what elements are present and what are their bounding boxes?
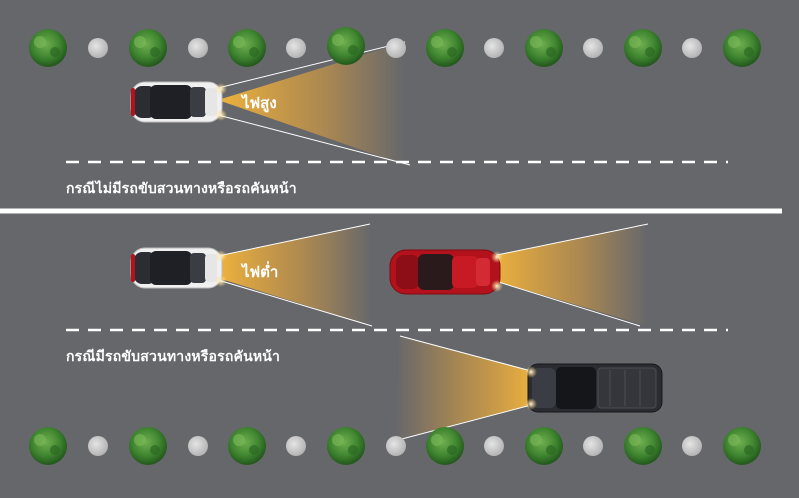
- white-car-low-beam: [130, 247, 227, 289]
- low-beam-cone: [218, 224, 372, 326]
- top-roadside: [29, 27, 761, 67]
- street-light-icon: [682, 436, 702, 456]
- bush-icon: [29, 29, 67, 67]
- bush-icon: [327, 427, 365, 465]
- bush-icon: [525, 29, 563, 67]
- red-car-beam-cone: [492, 224, 648, 326]
- caption-with-oncoming: กรณีมีรถขับสวนทางหรือรถคันหน้า: [66, 349, 281, 365]
- low-beam-edge-bottom: [217, 279, 373, 327]
- bush-icon: [723, 29, 761, 67]
- pickup-beam-edge-top: [399, 335, 536, 373]
- pickup-beam-cone: [395, 336, 535, 440]
- street-light-icon: [188, 436, 208, 456]
- bush-icon: [624, 29, 662, 67]
- high-beam-edge-top: [217, 41, 406, 89]
- bush-icon: [525, 427, 563, 465]
- red-car-beam-edge-bottom: [491, 279, 641, 327]
- red-car-beam-edge-top: [491, 223, 649, 257]
- street-light-icon: [682, 38, 702, 58]
- red-car-ahead: [389, 249, 503, 295]
- bush-icon: [327, 27, 365, 65]
- bottom-roadside: [29, 427, 761, 465]
- bush-icon: [426, 29, 464, 67]
- pickup-beam-edge-bottom: [397, 403, 536, 441]
- high-beam-edge-bottom: [217, 114, 411, 166]
- bush-icon: [723, 427, 761, 465]
- low-beam-edge-top: [217, 223, 371, 257]
- street-light-icon: [484, 436, 504, 456]
- street-light-icon: [386, 38, 406, 58]
- street-light-icon: [583, 38, 603, 58]
- bush-icon: [228, 29, 266, 67]
- low-beam-label: ไฟต่ำ: [242, 263, 279, 281]
- street-light-icon: [88, 38, 108, 58]
- dark-pickup-oncoming: [525, 363, 663, 413]
- street-light-icon: [188, 38, 208, 58]
- bush-icon: [426, 427, 464, 465]
- street-light-icon: [484, 38, 504, 58]
- street-light-icon: [286, 436, 306, 456]
- street-light-icon: [286, 38, 306, 58]
- street-light-icon: [583, 436, 603, 456]
- white-car-high-beam: [130, 81, 227, 123]
- bush-icon: [129, 29, 167, 67]
- bush-icon: [129, 427, 167, 465]
- bush-icon: [624, 427, 662, 465]
- bush-icon: [228, 427, 266, 465]
- bush-icon: [29, 427, 67, 465]
- street-light-icon: [88, 436, 108, 456]
- street-light-icon: [386, 436, 406, 456]
- high-beam-cone: [218, 42, 405, 165]
- caption-no-oncoming: กรณีไม่มีรถขับสวนทางหรือรถคันหน้า: [66, 181, 297, 197]
- high-beam-label: ไฟสูง: [242, 94, 277, 112]
